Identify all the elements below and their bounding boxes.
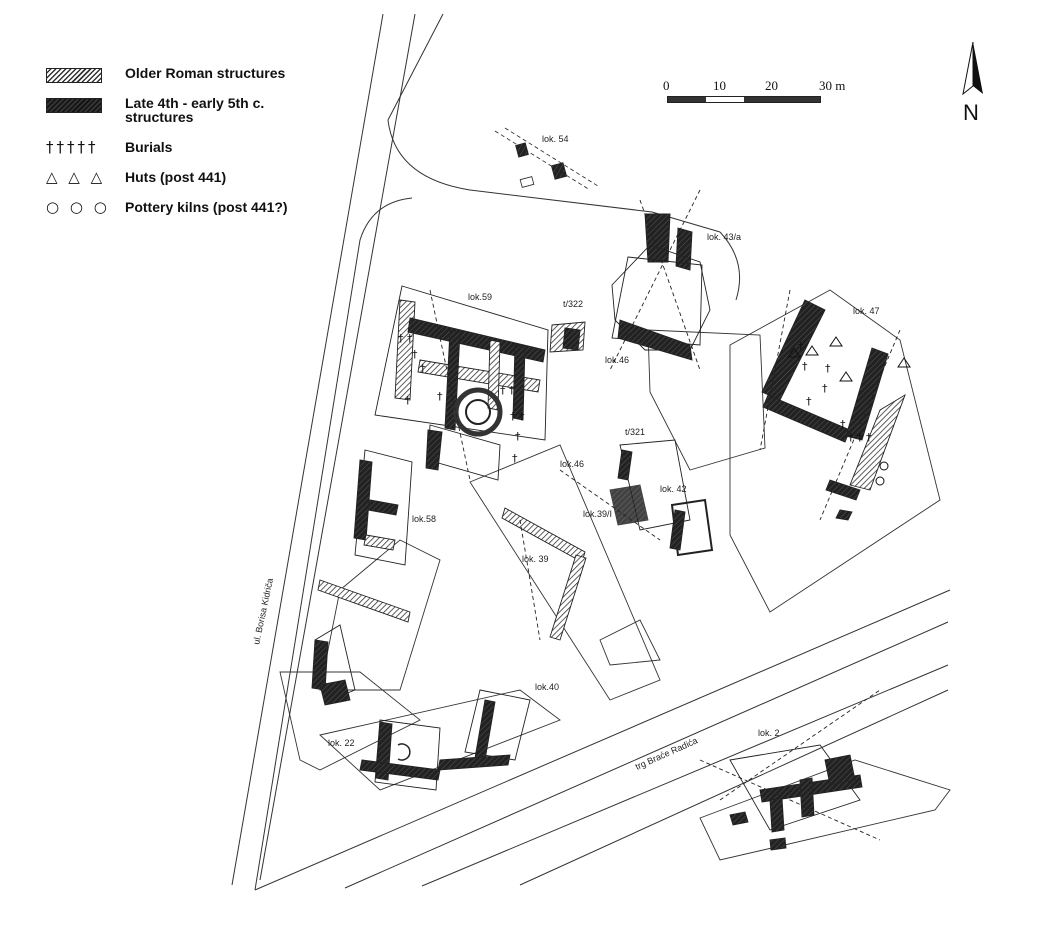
- kiln-markers: [875, 461, 889, 486]
- svg-text:† † †: † † †: [848, 431, 872, 444]
- lok-58-structures: [353, 449, 413, 566]
- circle-icon: ○ ○ ○: [46, 198, 110, 216]
- lok-2-structures: [699, 689, 881, 851]
- street-brace-radica-label: trg Braće Radića: [634, 735, 699, 771]
- svg-text:†: †: [806, 395, 812, 408]
- map-legend: Older Roman structures Late 4th - early …: [40, 64, 340, 228]
- street-borisa-kidrica-label: ul. Borisa Kidriča: [251, 577, 275, 645]
- label-t-321: t/321: [625, 427, 645, 437]
- legend-label: Late 4th - early 5th c. structures: [125, 95, 265, 125]
- legend-item-late-4th: Late 4th - early 5th c. structures: [40, 94, 340, 138]
- legend-label: Older Roman structures: [125, 65, 286, 81]
- scale-tick: 30 m: [819, 78, 846, 93]
- svg-text:†: †: [822, 382, 828, 395]
- label-lok-54: lok. 54: [542, 134, 569, 144]
- burial-markers: † †† †† †† † † †† †† †† †† †† † †: [398, 332, 872, 465]
- site-labels: lok. 54 lok. 43/a lok.59 t/322 lok.46 lo…: [328, 134, 880, 748]
- svg-text:†: †: [512, 452, 518, 465]
- label-lok-22: lok. 22: [328, 738, 355, 748]
- hut-markers: [787, 336, 911, 382]
- label-t-322: t/322: [563, 299, 583, 309]
- label-lok-42: lok. 42: [660, 484, 687, 494]
- label-lok-39: lok. 39: [522, 554, 549, 564]
- north-arrow-icon: [962, 41, 983, 96]
- lok-39-structures: [311, 507, 587, 701]
- scale-bar: 0 10 20 30 m: [663, 78, 863, 108]
- svg-text:† †: † †: [500, 384, 515, 397]
- svg-text:†: †: [420, 362, 426, 375]
- scale-tick: 0: [663, 78, 670, 93]
- label-lok-47: lok. 47: [853, 306, 880, 316]
- legend-item-kilns: ○ ○ ○ Pottery kilns (post 441?): [40, 198, 340, 228]
- lok-43a-structures: [609, 189, 711, 371]
- label-lok-2: lok. 2: [758, 728, 780, 738]
- svg-text:† †: † †: [510, 410, 525, 423]
- svg-text:†: †: [412, 348, 418, 361]
- lok-42-structures: [559, 439, 714, 557]
- lok-47-structures: [759, 289, 906, 521]
- lok-40-22-structures: [319, 679, 531, 791]
- label-lok-46a: lok.46: [605, 355, 629, 365]
- label-lok-58: lok.58: [412, 514, 436, 524]
- svg-text:†: †: [825, 362, 831, 375]
- label-lok-39a: lok.39/I: [583, 509, 612, 519]
- legend-item-burials: ††††† Burials: [40, 138, 340, 168]
- triangle-icon: △ △ △: [46, 168, 106, 186]
- svg-text:†: †: [798, 340, 804, 353]
- legend-item-huts: △ △ △ Huts (post 441): [40, 168, 340, 198]
- street-lines: [231, 13, 951, 891]
- hatched-swatch-icon: [46, 68, 102, 83]
- cross-icon: †††††: [46, 138, 99, 156]
- svg-text:†: †: [840, 418, 846, 431]
- legend-item-older-roman: Older Roman structures: [40, 64, 340, 94]
- scale-tick: 10: [713, 78, 726, 93]
- label-lok-46b: lok.46: [560, 459, 584, 469]
- north-label: N: [963, 100, 979, 125]
- svg-text:† †: † †: [398, 332, 413, 345]
- lok-54-structures: [494, 127, 599, 191]
- lok-59-structures: [374, 285, 586, 481]
- legend-label: Pottery kilns (post 441?): [125, 199, 288, 215]
- svg-text:†: †: [437, 390, 443, 403]
- scale-bar-graphic: [667, 96, 821, 103]
- label-lok-59: lok.59: [468, 292, 492, 302]
- legend-label: Huts (post 441): [125, 169, 227, 185]
- label-lok-40: lok.40: [535, 682, 559, 692]
- legend-label: Burials: [125, 139, 173, 155]
- north-arrow: N: [956, 40, 992, 130]
- scale-tick: 20: [765, 78, 778, 93]
- label-lok-43a: lok. 43/a: [707, 232, 741, 242]
- svg-text:†: †: [515, 430, 521, 443]
- svg-text:†: †: [405, 394, 411, 407]
- svg-text:†: †: [802, 360, 808, 373]
- dark-swatch-icon: [46, 98, 102, 113]
